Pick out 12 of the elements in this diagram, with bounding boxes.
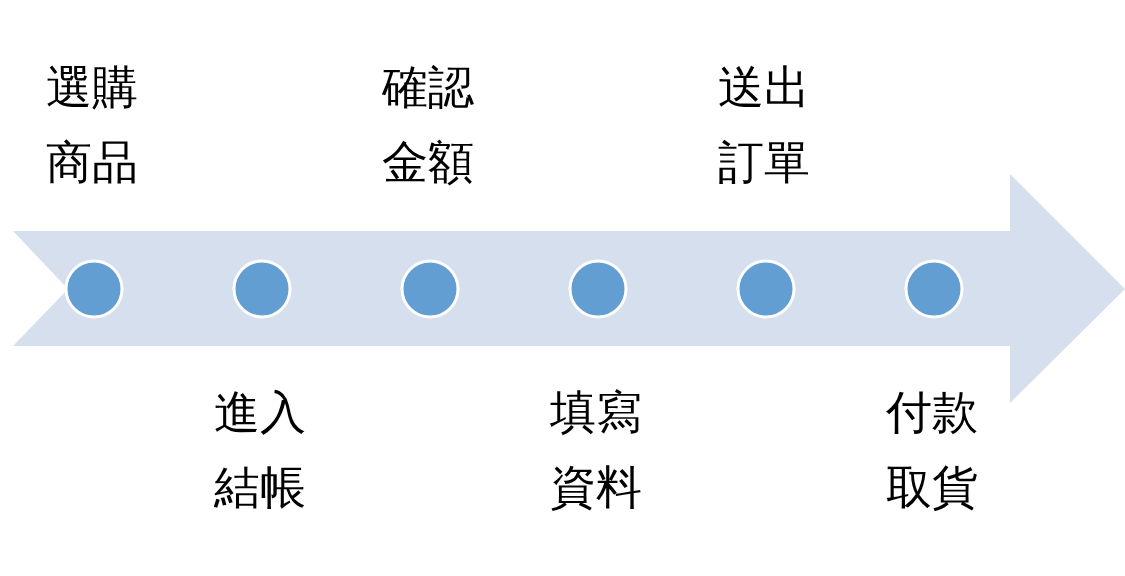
step-label: 進入結帳 — [214, 384, 306, 516]
step-dot — [736, 259, 796, 319]
step-dot — [568, 259, 628, 319]
step-label: 填寫資料 — [550, 384, 642, 516]
step-label: 確認金額 — [382, 59, 474, 191]
step-label: 付款取貨 — [886, 384, 978, 516]
step-label: 送出訂單 — [718, 59, 810, 191]
step-dot — [904, 259, 964, 319]
step-dot — [232, 259, 292, 319]
step-dot — [64, 259, 124, 319]
step-label: 選購商品 — [46, 59, 138, 191]
step-dot — [400, 259, 460, 319]
